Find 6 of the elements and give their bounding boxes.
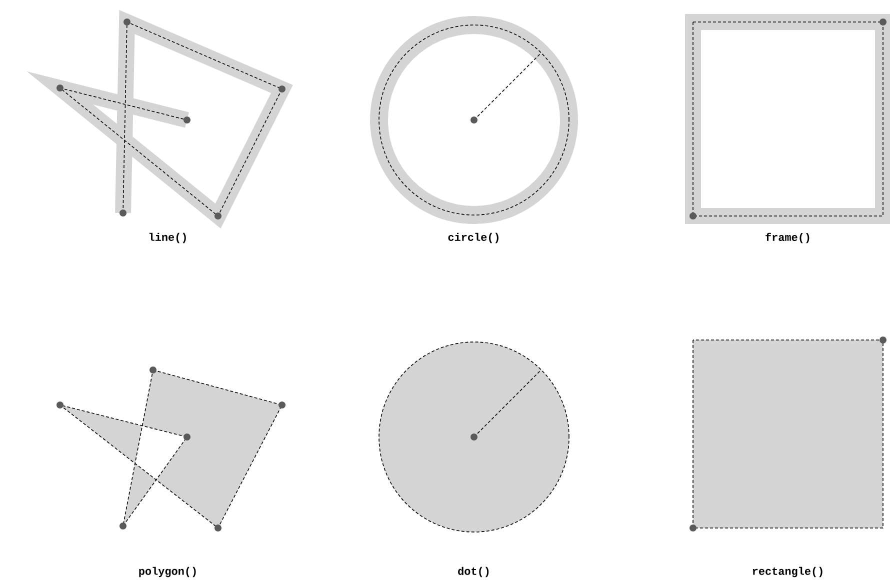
function-label: polygon(): [139, 566, 196, 578]
function-label: frame(): [766, 232, 810, 244]
function-label: line(): [149, 232, 186, 244]
function-label: rectangle(): [752, 566, 822, 578]
function-label: dot(): [458, 566, 489, 578]
function-label: circle(): [448, 232, 498, 244]
